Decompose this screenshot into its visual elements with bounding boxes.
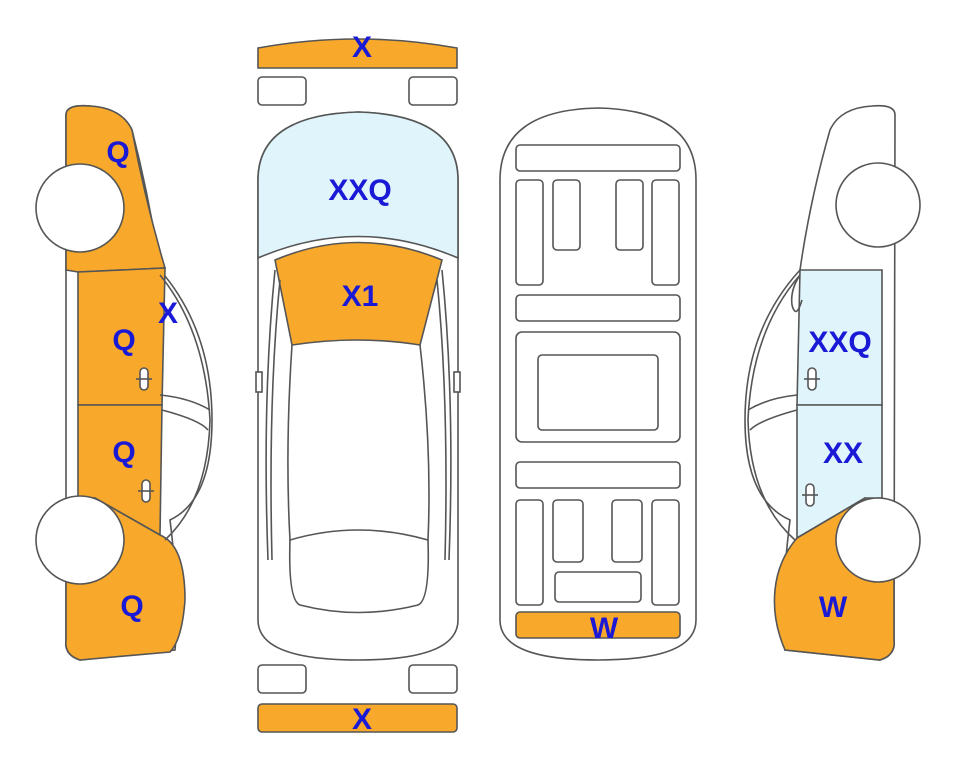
right-side-view: XXQ XX W xyxy=(744,104,921,661)
rear-right-light xyxy=(408,664,458,694)
left-front-door-handle xyxy=(136,367,152,391)
front-bumper-panel[interactable] xyxy=(257,38,458,69)
hood-panel[interactable] xyxy=(257,111,459,260)
right-rear-quarter-label: W xyxy=(819,591,848,624)
left-rear-wheel xyxy=(35,495,125,585)
underbody-front-inner-left xyxy=(552,179,581,251)
hood-label: XXQ xyxy=(328,174,391,207)
rear-bumper-panel[interactable] xyxy=(257,703,458,733)
right-rear-door-handle xyxy=(802,483,818,507)
underbody-rear-inner-right xyxy=(611,499,643,563)
left-rear-quarter-label: Q xyxy=(120,590,143,623)
right-front-door-handle xyxy=(804,367,820,391)
underbody-cross-member-1 xyxy=(515,294,681,322)
underbody-cross-member-2 xyxy=(515,461,681,489)
left-mirror-label: X xyxy=(158,297,178,330)
windshield-panel[interactable] xyxy=(274,241,443,346)
left-side-view: Q X Q Q Q xyxy=(35,104,213,661)
underbody-rear-left-member xyxy=(515,499,544,606)
underbody-front-inner-right xyxy=(615,179,644,251)
right-side-window-line xyxy=(747,274,801,541)
front-bumper-label: X xyxy=(352,31,372,64)
left-mirror-top xyxy=(255,371,263,393)
right-rear-wheel xyxy=(835,497,921,583)
left-front-fender-label: Q xyxy=(106,136,129,169)
left-side-window-line xyxy=(159,274,211,541)
underbody-floor-pan xyxy=(537,354,659,431)
top-right-side-line xyxy=(436,269,452,561)
underbody-rear-panel[interactable] xyxy=(515,611,681,639)
right-front-wheel xyxy=(835,162,921,248)
left-rear-door-handle xyxy=(138,479,154,503)
right-front-door-label: XXQ xyxy=(808,326,871,359)
windshield-label: X1 xyxy=(342,280,379,313)
right-side-roof-line xyxy=(747,394,798,431)
right-rear-door-label: XX xyxy=(823,437,863,470)
top-view: X XXQ X1 X xyxy=(255,31,461,736)
front-left-light xyxy=(257,76,307,106)
underbody-rear-panel-label: W xyxy=(590,612,619,645)
front-right-light xyxy=(408,76,458,106)
right-side-pillar xyxy=(790,274,803,313)
left-rear-door-label: Q xyxy=(112,436,135,469)
left-side-roof-line xyxy=(159,394,211,431)
left-front-door-label: Q xyxy=(112,324,135,357)
rear-bumper-label: X xyxy=(352,703,372,736)
roof-outline xyxy=(287,344,430,542)
rear-left-light xyxy=(257,664,307,694)
top-left-side-line xyxy=(265,269,281,561)
underbody-rear-right-member xyxy=(651,499,680,606)
underbody-front-rail xyxy=(515,144,681,172)
right-mirror-top xyxy=(453,371,461,393)
underbody-view: W xyxy=(499,107,697,661)
underbody-front-left-member xyxy=(515,179,544,286)
rear-window-outline xyxy=(288,539,430,614)
left-front-wheel xyxy=(35,163,125,253)
underbody-spare-well xyxy=(554,571,642,603)
underbody-front-right-member xyxy=(651,179,680,286)
underbody-rear-inner-left xyxy=(552,499,584,563)
